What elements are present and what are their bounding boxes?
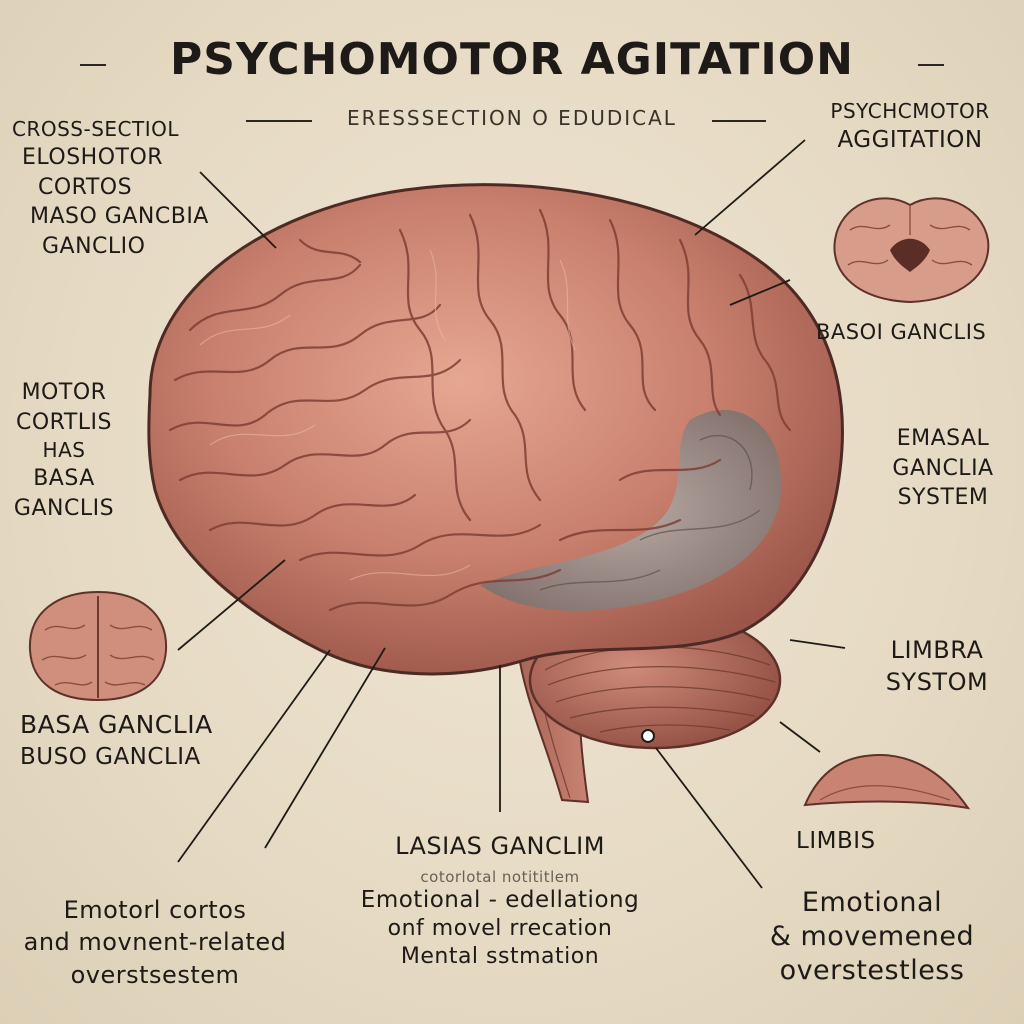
subtitle: ERESSSECTION O EDUDICAL (347, 106, 677, 130)
label-mid-left-line1: MOTOR (21, 380, 107, 405)
label-bottom-center-line2: cotorlotal notititlem (420, 868, 580, 887)
label-right-limbis: LIMBIS (796, 828, 876, 854)
label-bottom-left: Emotorl cortos and movnent-related overs… (0, 894, 310, 991)
label-top-left-line1: CROSS-SECTIOL (12, 117, 180, 141)
coronal-section-top-right (833, 197, 990, 304)
label-bottom-right-line2: & movemened (769, 920, 975, 952)
label-mid-left-line2: CORTLIS (15, 409, 112, 435)
label-left-lower: BASA GANCLIA BUSO GANCLIA (20, 708, 213, 773)
label-bottom-right-line1: Emotional (801, 887, 943, 918)
label-top-right: PSYCHCMOTOR AGGITATION (800, 98, 1020, 156)
label-top-left-line5: GANCLIO (42, 234, 146, 260)
pointer-dot (641, 729, 655, 743)
label-left-lower-line1: BASA GANCLIA (20, 710, 213, 739)
label-bottom-center-line4: onf movel rrecation (387, 916, 613, 942)
label-bottom-right: Emotional & movemened overstestless (722, 886, 1022, 987)
label-top-left-line2: ELOSHOTOR (22, 145, 164, 170)
label-bottom-center-line1: LASIAS GANCLIM (395, 832, 605, 860)
label-bottom-center: LASIAS GANCLIM cotorlotal notititlem Emo… (320, 830, 680, 970)
label-mid-left-line5: GANCLIS (13, 496, 115, 522)
title-dash-left (80, 64, 106, 66)
brain-top-view-left (28, 590, 168, 702)
page-title: PSYCHOMOTOR AGITATION (170, 34, 854, 85)
label-top-right-line1: PSYCHCMOTOR (830, 99, 990, 123)
title-dash-right (918, 64, 944, 66)
label-right-system-line2: GANCLIA (892, 455, 994, 481)
label-right-system-line3: SYSTEM (897, 485, 989, 511)
label-top-left-line4: MASO GANCBIA (30, 204, 209, 230)
label-left-lower-line2: BUSO GANCLIA (20, 743, 201, 770)
label-bottom-right-line3: overstestless (779, 954, 965, 986)
label-right-basal: BASOI GANCLIS (816, 320, 987, 344)
label-bottom-left-line1: Emotorl cortos (63, 896, 247, 924)
label-right-limbic: LIMBRA SYSTOM (852, 634, 1022, 699)
label-bottom-center-line5: Mental sstmation (400, 943, 600, 969)
label-mid-left-line4: BASA (33, 466, 95, 492)
label-right-limbic-line2: SYSTOM (885, 668, 989, 697)
subtitle-dash-right (712, 120, 766, 122)
subtitle-dash-left (246, 120, 312, 122)
label-mid-left: MOTOR CORTLIS HAS BASA GANCLIS (4, 378, 124, 524)
label-top-left-line3: CORTOS (38, 174, 133, 200)
label-right-system-line1: EMASAL (896, 426, 990, 451)
label-bottom-left-line3: overstsestem (70, 960, 240, 989)
limbic-shape (803, 753, 971, 810)
label-right-limbic-line1: LIMBRA (890, 636, 984, 664)
label-bottom-left-line2: and movnent-related (23, 928, 287, 957)
label-top-left: CROSS-SECTIOL ELOSHOTOR CORTOS MASO GANC… (12, 116, 209, 262)
label-top-right-line2: AGGITATION (837, 127, 983, 153)
label-right-system: EMASAL GANCLIA SYSTEM (868, 424, 1018, 513)
label-mid-left-line3: HAS (42, 438, 86, 463)
label-bottom-center-line3: Emotional ‐ edellationg (360, 887, 640, 914)
